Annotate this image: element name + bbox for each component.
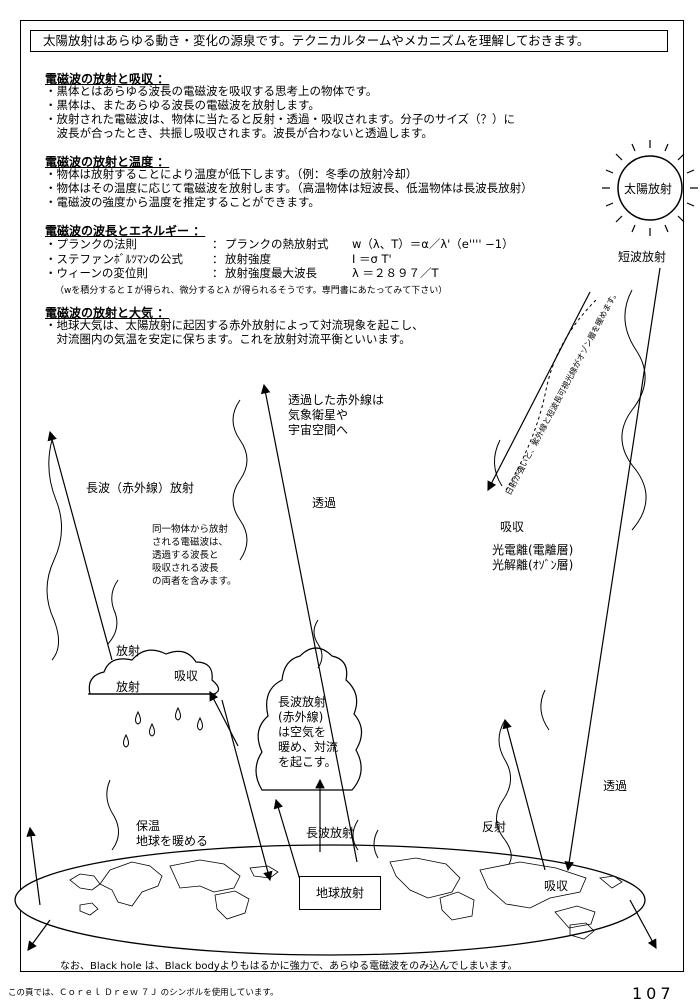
cloud-radiation-top-label: 放射 [116, 644, 141, 658]
law-note: （wを積分するとＩが得られ、微分するとλ が得られるそうです。専門書にあたってみ… [55, 286, 448, 296]
absorption-label: 吸収 [500, 520, 525, 534]
reflection-label: 反射 [482, 820, 507, 834]
law-colon: ： [212, 266, 224, 280]
section-heading-wavelength-energy: 電磁波の波長とエネルギー ： [45, 224, 206, 238]
footer-note: なお、Black hole は、Black bodyよりもはるかに強力で、あらゆ… [60, 961, 518, 972]
convection-note-line: を起こす。 [278, 755, 337, 769]
same-body-note-line: される電磁波は、 [152, 537, 229, 548]
section-heading-atmosphere: 電磁波の放射と大気 ： [45, 306, 170, 320]
law-formula: λ ＝２８９７／T [352, 266, 439, 280]
text-line: ・放射された電磁波は、物体に当たると反射・透過・吸収されます。分子のサイズ（？）… [45, 112, 515, 126]
warming-label-line: 保温 [136, 819, 161, 833]
law-desc: プランクの熱放射式 [225, 237, 329, 251]
law-formula: w（λ、T）＝α／λ'（e'''' −1） [352, 237, 514, 251]
shortwave-label: 短波放射 [618, 250, 667, 264]
law-desc: 放射強度 [225, 252, 271, 266]
longwave-ir-label: 長波（赤外線）放射 [86, 481, 195, 495]
law-formula: I ＝σ T' [352, 252, 392, 266]
law-name: ・ウィーンの変位則 [45, 266, 148, 280]
convection-note-line: 暖め、対流 [278, 740, 339, 754]
transmission-label: 透過 [312, 496, 337, 510]
same-body-note-line: 透過する波長と [152, 550, 219, 561]
convection-note-line: 長波放射 [278, 695, 327, 709]
page-frame [20, 20, 684, 972]
rain-drops-icon [123, 706, 203, 748]
text-line: ・物体はその温度に応じて電磁波を放射します。（高温物体は短波長、低温物体は長波長… [45, 181, 533, 195]
sun-icon [602, 140, 698, 236]
transmission-right-label: 透過 [603, 779, 628, 793]
text-line: ・電磁波の強度から温度を推定することができます。 [45, 195, 320, 209]
page-title: 太陽放射はあらゆる動き・変化の源泉です。テクニカルタームやメカニズムを理解してお… [30, 30, 668, 52]
law-desc: 放射強度最大波長 [225, 266, 317, 280]
text-line: ・物体は放射することにより温度が低下します。（例：冬季の放射冷却） [45, 167, 418, 181]
convection-note-line: は空気を [278, 725, 327, 739]
cloud-left-icon [88, 649, 220, 695]
text-line: ・地球大気は、太陽放射に起因する赤外放射によって対流現象を起こし、 [45, 318, 424, 332]
ozone-label: 光解離(ｵｿﾞﾝ層) [492, 558, 574, 572]
law-colon: ： [212, 237, 224, 251]
law-name: ・プランクの法則 [45, 237, 137, 251]
footer-symbols-note: この頁では、Ｃｏｒｅｌ Ｄｒｅｗ ７Ｊ のシンボルを使用しています。 [8, 988, 279, 998]
text-line: ・黒体は、またあらゆる波長の電磁波を放射します。 [45, 98, 320, 112]
warming-label-line: 地球を暖める [136, 834, 209, 848]
text-line: 波長が合ったとき、共振し吸収されます。波長が合わないと透過します。 [45, 126, 433, 140]
same-body-note-line: の両者を含みます。 [152, 576, 237, 587]
longwave-radiation-label: 長波放射 [306, 826, 355, 840]
cloud-absorption-label: 吸収 [174, 669, 199, 683]
section-heading-radiation-temperature: 電磁波の放射と温度 ： [45, 155, 170, 169]
ground-radiation-box: 地球放射 [299, 876, 381, 910]
sun-label: 太陽放射 [624, 182, 673, 196]
law-colon: ： [212, 252, 224, 266]
text-line: ・黒体とはあらゆる波長の電磁波を吸収する思考上の物体です。 [45, 84, 378, 98]
section-heading-emission-absorption: 電磁波の放射と吸収 ： [45, 72, 170, 86]
ionosphere-label: 光電離(電離層) [492, 543, 574, 557]
transmitted-ir-line: 透過した赤外線は [288, 393, 385, 407]
law-name: ・ステファンﾎﾞﾙﾂﾏﾝの公式 [45, 252, 183, 266]
ground-absorption-label: 吸収 [544, 879, 569, 893]
transmitted-ir-line: 気象衛星や [288, 408, 349, 422]
text-line: 対流圏内の気温を安定に保ちます。これを放射対流平衡といいます。 [45, 332, 411, 346]
same-body-note-line: 吸収される波長 [152, 563, 219, 574]
same-body-note-line: 同一物体から放射 [152, 524, 229, 535]
convection-note-line: (赤外線) [278, 710, 324, 724]
transmitted-ir-line: 宇宙空間へ [288, 423, 349, 437]
cloud-radiation-label: 放射 [116, 680, 141, 694]
cloud-center-icon [255, 647, 363, 791]
page-number: 107 [632, 984, 675, 1003]
